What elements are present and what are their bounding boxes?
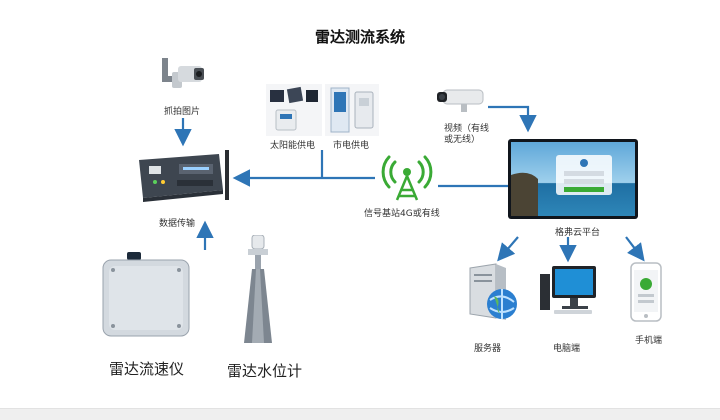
power-cabinet-icon	[325, 84, 379, 136]
radar-level-gauge-icon	[238, 234, 278, 347]
cloud-platform-label: 格弗云平台	[555, 228, 601, 238]
rtu-terminal-icon	[137, 150, 237, 210]
data-transfer-label: 数据传输	[159, 219, 196, 229]
mobile-phone-icon	[630, 262, 662, 322]
platform-to-server-arrow	[497, 236, 519, 262]
desktop-computer-icon	[538, 264, 598, 316]
signal-tower-icon	[377, 152, 437, 202]
server-label: 服务器	[474, 344, 502, 354]
diagram-title: 雷达测流系统	[314, 28, 405, 46]
mobile-label: 手机端	[635, 336, 663, 346]
ptz-camera-icon	[160, 58, 208, 98]
bottom-strip	[0, 408, 720, 420]
bullet-camera-icon	[437, 86, 487, 114]
platform-to-mobile-arrow	[625, 236, 645, 262]
video-label: 视频（有线或无线）	[444, 124, 490, 145]
server-globe-icon	[466, 262, 524, 324]
mains-power-label: 市电供电	[333, 141, 370, 151]
radar-velocity-label: 雷达流速仪	[109, 360, 185, 378]
radar-velocity-meter-icon	[101, 250, 191, 338]
solar-power-label: 太阳能供电	[270, 141, 316, 151]
video-to-platform-arrow	[488, 105, 537, 133]
camera-photo-label: 抓拍图片	[164, 107, 201, 117]
monitor-screen-icon	[508, 139, 638, 219]
solar-controller-icon	[266, 84, 322, 136]
radar-level-label: 雷达水位计	[227, 362, 303, 380]
computer-label: 电脑端	[553, 344, 581, 354]
signal-label: 信号基站4G或有线	[364, 209, 440, 219]
